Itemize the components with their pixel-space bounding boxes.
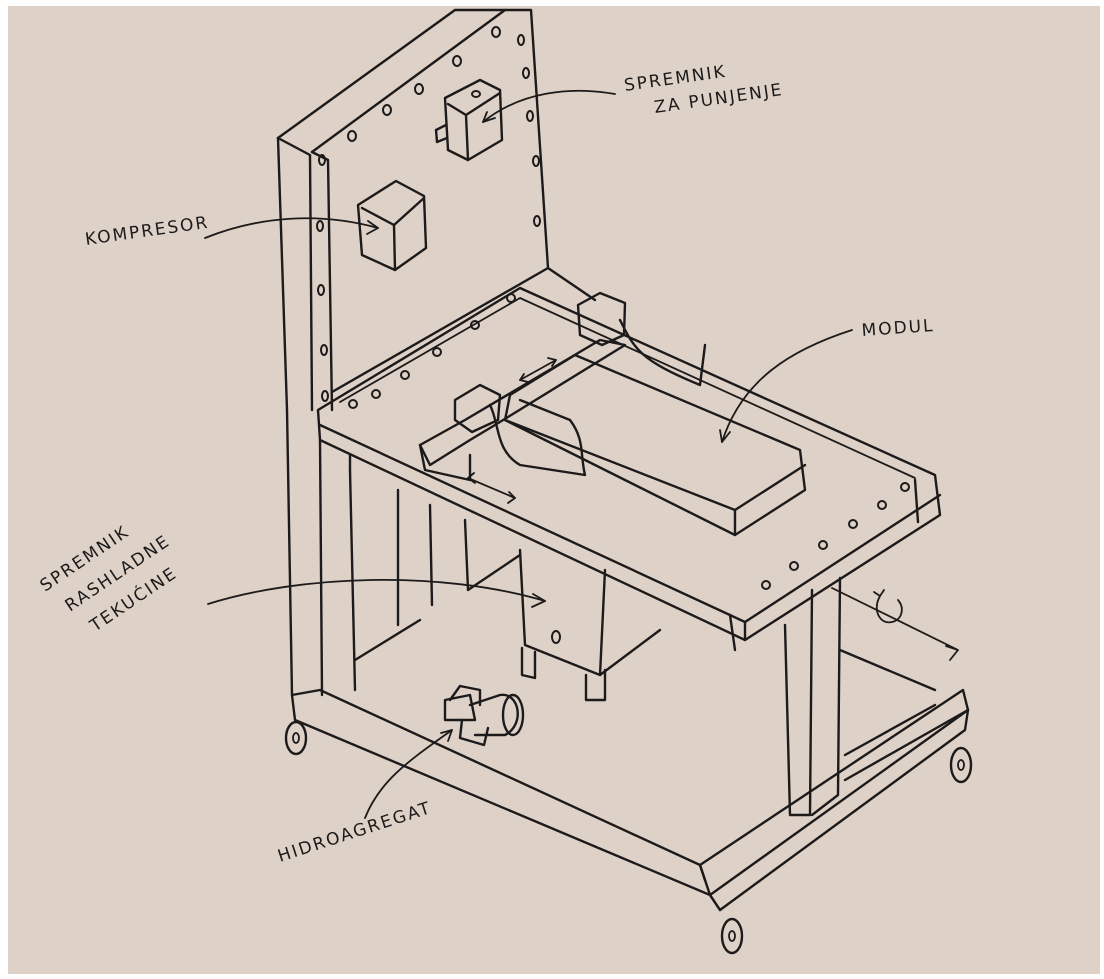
- panel-holes: [316, 26, 541, 402]
- base-frame: [285, 408, 970, 912]
- paper-background: [8, 6, 1100, 974]
- filling-tank-box: [434, 78, 504, 162]
- hydraulic-unit: [443, 684, 525, 747]
- caster-wheels: [284, 720, 973, 955]
- table-holes: [348, 293, 910, 590]
- module-assembly: [418, 291, 807, 537]
- coolant-tank: [518, 548, 662, 702]
- back-panel: [276, 8, 597, 412]
- leader-arrows: [204, 89, 853, 819]
- compressor-box: [356, 179, 428, 272]
